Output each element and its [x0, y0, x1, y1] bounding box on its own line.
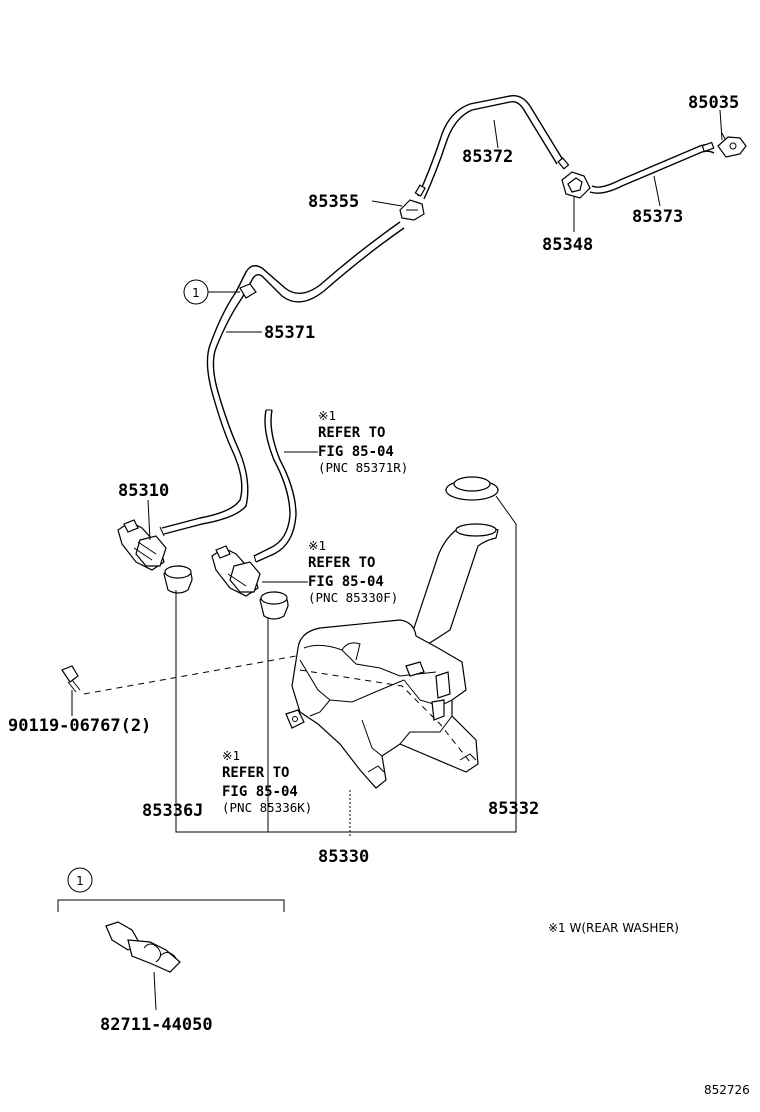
label-90119: 90119-06767(2) — [8, 716, 151, 736]
tank-cap-85332 — [445, 476, 517, 525]
ref-mark: ※1 — [318, 408, 336, 423]
washer-pump-85310 — [117, 519, 167, 571]
joint-85355 — [399, 199, 425, 221]
grommet-85336K — [259, 591, 289, 620]
ref-note-85371R: ※1 REFER TO FIG 85-04 (PNC 85371R) — [318, 408, 408, 475]
hose-85371R — [253, 409, 291, 557]
label-85371: 85371 — [264, 323, 315, 343]
label-85355: 85355 — [308, 192, 359, 212]
ref-line1: REFER TO — [318, 425, 385, 441]
figure-code: 852726 — [704, 1083, 750, 1097]
washer-nozzle-85035 — [717, 132, 747, 158]
label-85310: 85310 — [118, 481, 169, 501]
label-85372: 85372 — [462, 147, 513, 167]
footnote-rear-washer: ※1 W(REAR WASHER) — [548, 921, 679, 935]
ref-line3: (PNC 85330F) — [308, 590, 398, 605]
ref-line2: FIG 85-04 — [318, 444, 394, 460]
ref-mark: ※1 — [308, 538, 326, 553]
ref-line3: (PNC 85336K) — [222, 800, 312, 815]
label-85348: 85348 — [542, 235, 593, 255]
washer-tank-85330 — [285, 523, 499, 789]
callout-number-1: 1 — [192, 286, 200, 300]
label-85332: 85332 — [488, 799, 539, 819]
mounting-dashed-line — [83, 655, 471, 763]
ref-note-85336K: ※1 REFER TO FIG 85-04 (PNC 85336K) — [222, 748, 312, 815]
ref-note-85330F: ※1 REFER TO FIG 85-04 (PNC 85330F) — [308, 538, 398, 605]
check-valve-85348 — [561, 171, 591, 232]
ref-line2: FIG 85-04 — [222, 784, 298, 800]
inset-detail-1: 1 — [57, 867, 285, 1011]
hose-85373 — [591, 144, 713, 188]
ref-line2: FIG 85-04 — [308, 574, 384, 590]
label-85035: 85035 — [688, 93, 739, 113]
ref-line1: REFER TO — [308, 555, 375, 571]
bolt-90119 — [61, 665, 81, 693]
label-85373: 85373 — [632, 207, 683, 227]
ref-line1: REFER TO — [222, 765, 289, 781]
label-85330: 85330 — [318, 847, 369, 867]
clamp-82711 — [105, 921, 181, 1011]
grommet-85336J — [163, 565, 193, 594]
inset-callout-number: 1 — [76, 874, 84, 888]
ref-mark: ※1 — [222, 748, 240, 763]
ref-line3: (PNC 85371R) — [318, 460, 408, 475]
washer-pump-rear — [211, 545, 261, 597]
label-85336J: 85336J — [142, 801, 203, 821]
hose-85372 — [417, 95, 564, 197]
hose-85371 — [161, 221, 401, 529]
callout-circle-1 — [183, 279, 209, 305]
label-82711: 82711-44050 — [100, 1015, 213, 1035]
